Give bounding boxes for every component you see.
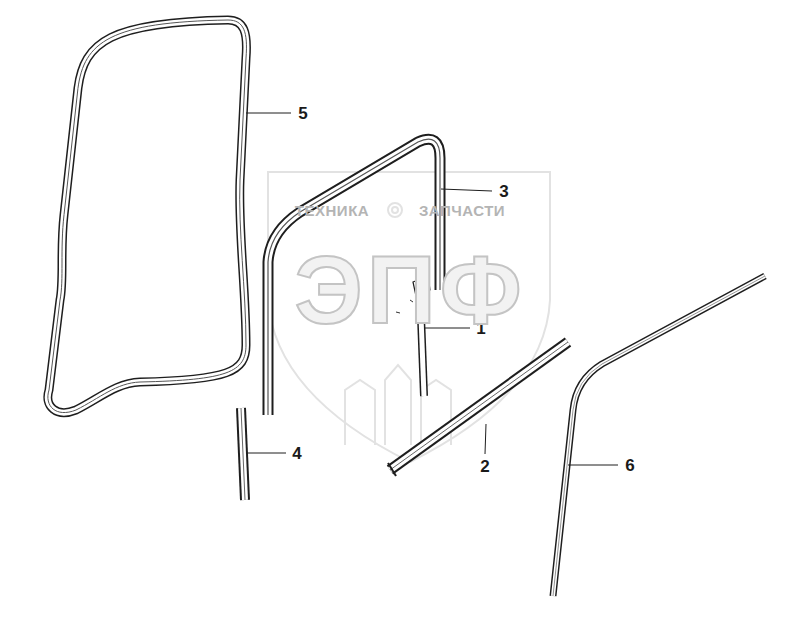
- watermark-text: ЗАПЧАСТИ: [419, 203, 505, 218]
- callout-number: 6: [624, 457, 635, 474]
- beltline-seal: [388, 342, 568, 476]
- rear-strip-seal: [241, 408, 245, 500]
- leader-lines: [246, 113, 618, 465]
- callout-number: 3: [498, 183, 509, 200]
- door-frame-seal: [48, 20, 247, 413]
- callout-number: 2: [479, 458, 490, 475]
- watermark-text: ТЕХНИКА: [295, 203, 369, 218]
- watermark-logo: ЭПФ: [294, 242, 525, 338]
- watermark-shield: [268, 172, 550, 462]
- callout-number: 5: [297, 105, 308, 122]
- callout-number: 4: [291, 445, 302, 462]
- outer-frame-seal: [553, 276, 765, 596]
